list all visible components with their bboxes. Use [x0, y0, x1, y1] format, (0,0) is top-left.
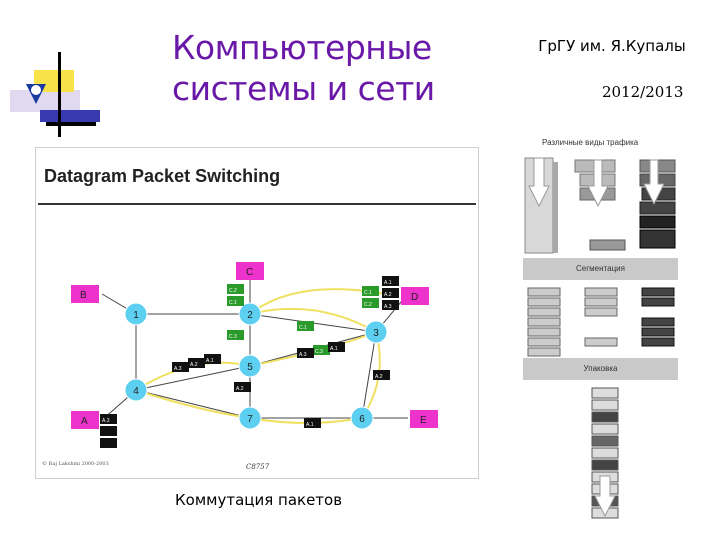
packet-green-label: C.2	[229, 288, 237, 294]
black-packets: A.1 A.2 A.3 A.3 A.2 A.1 A.3 A.2 A.1 A.2 …	[100, 276, 399, 448]
packet-black-label: A.3	[384, 304, 392, 310]
diagram-copyright: © Raj Lakshmi 2000-2003	[42, 461, 109, 467]
node-4-label: 4	[133, 386, 139, 397]
packet-green	[227, 284, 244, 294]
slide-caption: Коммутация пакетов	[175, 491, 343, 509]
node-2	[238, 302, 262, 326]
packet-black-label: A.2	[190, 362, 198, 368]
packet-green-label: C.1	[364, 290, 372, 296]
packing-band: Упаковка	[523, 358, 678, 380]
packet-black	[100, 426, 117, 436]
packet-black	[188, 358, 205, 368]
node-2-label: 2	[247, 310, 253, 321]
node-6-label: 6	[359, 414, 365, 425]
university-logo	[10, 52, 100, 137]
title-line-2: системы и сети	[172, 69, 435, 108]
node-6	[350, 406, 374, 430]
packet-black	[382, 300, 399, 310]
packet-green	[362, 286, 379, 296]
packet-green-label: C.1	[299, 325, 307, 331]
node-7	[238, 406, 262, 430]
packet-black-label: A.2	[384, 292, 392, 298]
packet-green-label: C.3	[229, 334, 237, 340]
node-3-label: 3	[373, 328, 379, 339]
packet-black	[382, 276, 399, 286]
endpoint-d	[401, 287, 429, 305]
packet-green	[297, 321, 314, 331]
packet-black	[382, 288, 399, 298]
university-name: ГрГУ им. Я.Купалы	[538, 37, 686, 55]
node-7-label: 7	[247, 414, 253, 425]
endpoint-e-label: E	[420, 415, 427, 426]
packet-green-label: C.2	[364, 302, 372, 308]
packet-black-label: A.3	[299, 352, 307, 358]
diagram-title: Datagram Packet Switching	[44, 166, 281, 186]
packet-black-label: A.1	[306, 422, 314, 428]
packet-green	[362, 298, 379, 308]
packet-black-label: A.3	[102, 418, 110, 424]
packet-black	[328, 342, 345, 352]
traffic-illustration	[524, 157, 676, 519]
packet-black-label: A.2	[236, 386, 244, 392]
packet-black	[100, 438, 117, 448]
packet-green-label: C.1	[229, 300, 237, 306]
node-4	[124, 378, 148, 402]
diagram-code: C8757	[246, 463, 270, 471]
segmentation-band: Сегментация	[523, 258, 678, 280]
endpoint-a	[71, 411, 99, 429]
packet-black	[234, 382, 251, 392]
academic-year: 2012/2013	[602, 83, 684, 101]
node-3	[364, 320, 388, 344]
packet-black	[373, 370, 390, 380]
packet-black	[304, 418, 321, 428]
packet-black-label: A.2	[375, 374, 383, 380]
node-5	[238, 354, 262, 378]
endpoint-b	[71, 285, 99, 303]
title-line-1: Компьютерные	[172, 28, 432, 67]
slide-title: Компьютерные системы и сети	[172, 27, 472, 109]
packet-switching-diagram: Datagram Packet Switching	[35, 147, 479, 479]
endpoint-c	[236, 262, 264, 280]
endpoint-a-label: A	[81, 416, 88, 427]
network-graph: B C D A E 1 2 3 4 5 6 7 C.2 C.1	[71, 262, 438, 448]
endpoint-b-label: B	[80, 290, 87, 301]
traffic-panel-title: Различные виды трафика	[542, 138, 639, 147]
packet-black-label: A.1	[330, 346, 338, 352]
packet-black	[100, 414, 117, 424]
packet-green	[227, 296, 244, 306]
packet-black-label: A.3	[174, 366, 182, 372]
packet-black	[297, 348, 314, 358]
diagram-title-rule	[38, 203, 476, 205]
node-5-label: 5	[247, 362, 253, 373]
packet-black	[204, 354, 221, 364]
endpoint-d-label: D	[411, 292, 418, 303]
packet-black-label: A.1	[384, 280, 392, 286]
endpoint-c-label: C	[246, 267, 253, 278]
node-1-label: 1	[133, 310, 139, 321]
packet-green	[313, 345, 330, 355]
packet-green-label: C.3	[315, 349, 323, 355]
traffic-panel: Различные виды трафика	[520, 136, 680, 521]
endpoint-e	[410, 410, 438, 428]
green-packets: C.2 C.1 C.3 C.1 C.2 C.1 C.3	[227, 284, 379, 355]
node-1	[124, 302, 148, 326]
packet-black	[172, 362, 189, 372]
packet-black-label: A.1	[206, 358, 214, 364]
packet-green	[227, 330, 244, 340]
